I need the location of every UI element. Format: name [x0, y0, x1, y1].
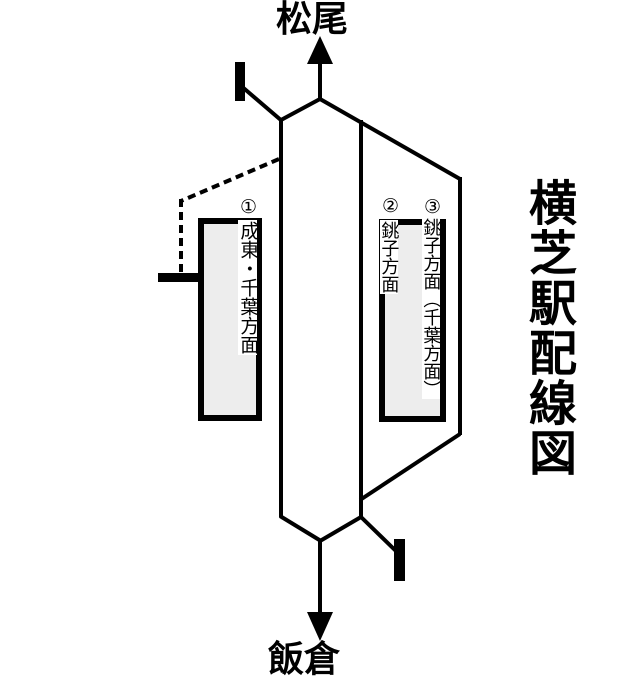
- top-junction-left-diagonal: [280, 97, 321, 122]
- platform-2-label: 銚子方面: [379, 220, 400, 294]
- dashed-siding-buffer-stop-marker: [158, 273, 199, 282]
- bottom-junction-mid-diagonal: [318, 515, 363, 543]
- platform-2-number: ②: [382, 196, 400, 217]
- dashed-siding-diagonal: [180, 157, 280, 203]
- down-station-label: 飯倉: [268, 638, 341, 679]
- up-arrow-icon: [307, 36, 333, 64]
- platform-3-number: ③: [424, 197, 442, 218]
- top-junction-right-diagonal: [319, 97, 461, 181]
- track-3-lower-diagonal: [358, 432, 462, 502]
- down-arrow-icon: [307, 612, 333, 641]
- platform-1-label: 成東・千葉方面: [237, 220, 259, 355]
- bottom-siding-diagonal: [359, 515, 400, 555]
- platform-3-label: 銚子方面（千葉方面）: [421, 217, 442, 399]
- top-buffer-stop-marker: [235, 62, 245, 101]
- diagram-title: 横芝駅配線図: [521, 178, 574, 478]
- platform-1-number: ①: [240, 197, 258, 218]
- bottom-buffer-stop-marker: [394, 539, 405, 581]
- top-siding-diagonal: [238, 83, 284, 123]
- bottom-junction-left-diagonal: [278, 514, 323, 543]
- up-station-label: 松尾: [276, 0, 349, 39]
